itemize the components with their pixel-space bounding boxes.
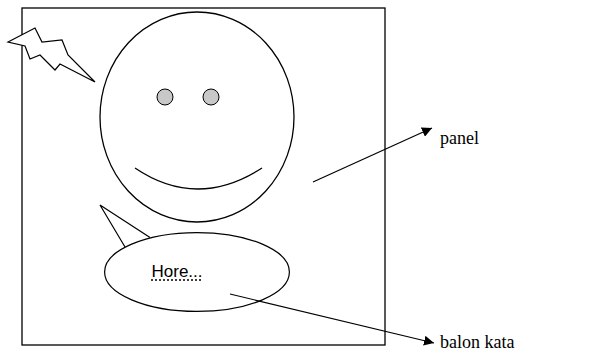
eye	[157, 89, 173, 105]
smiley-face	[100, 12, 294, 222]
leader-arrow	[230, 294, 434, 343]
word-balloon: Hore...	[104, 232, 290, 312]
leader-arrow	[313, 128, 432, 182]
lightning-bolt	[8, 28, 95, 82]
eye	[203, 89, 219, 105]
part-label: balon kata	[440, 332, 514, 353]
balloon-text: Hore...	[151, 262, 202, 282]
smile	[135, 168, 262, 189]
part-label: panel	[440, 128, 479, 149]
panel-frame	[22, 8, 385, 345]
